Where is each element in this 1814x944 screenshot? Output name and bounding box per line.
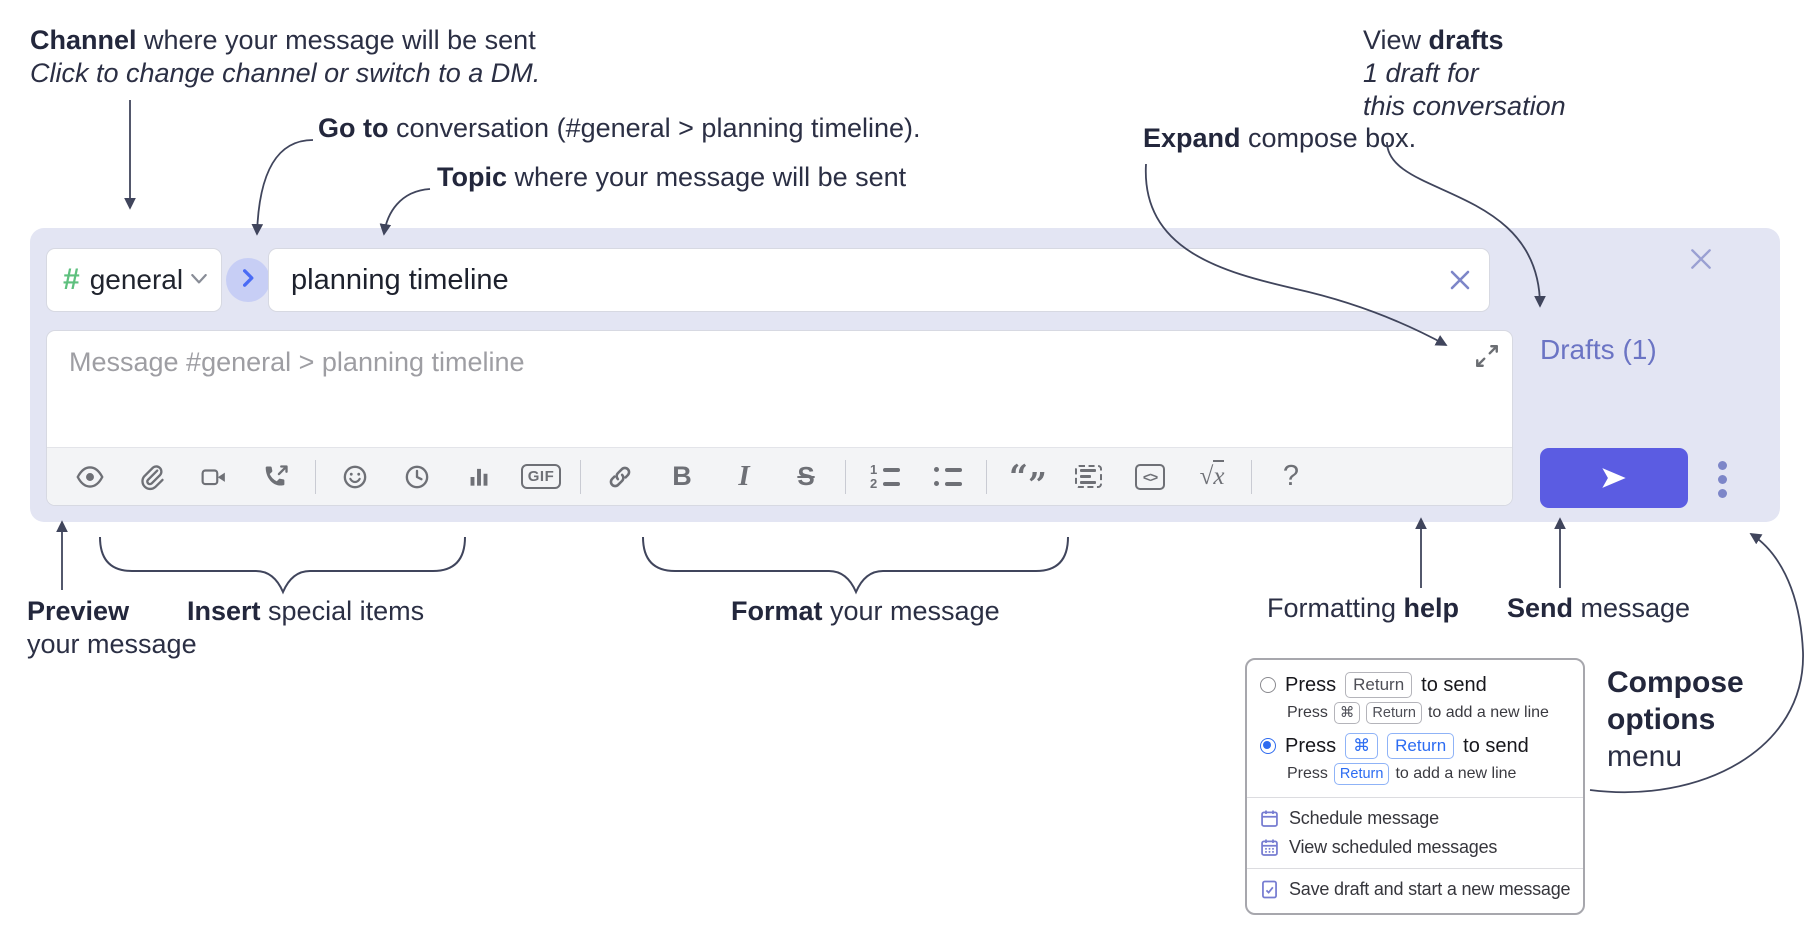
compose-toolbar: GIF B I S 1 2 xyxy=(47,447,1512,505)
send-button[interactable] xyxy=(1540,448,1688,508)
kebab-icon xyxy=(1717,460,1727,470)
radio-selected-icon[interactable] xyxy=(1260,738,1276,754)
close-compose-button[interactable] xyxy=(1686,244,1716,274)
return-key: Return xyxy=(1366,702,1422,724)
phone-call-icon xyxy=(265,464,288,486)
draft-document-icon xyxy=(1262,880,1277,899)
attach-file-button[interactable] xyxy=(121,455,183,499)
view-drafts-note: View drafts 1 draft for this conversatio… xyxy=(1363,25,1566,121)
toolbar-divider xyxy=(1251,459,1252,494)
toolbar-divider xyxy=(580,459,581,494)
topic-input[interactable] xyxy=(269,263,1445,297)
link-icon xyxy=(609,466,631,487)
goto-note: Go to conversation (#general > planning … xyxy=(318,113,921,143)
math-icon: √x xyxy=(1200,459,1225,491)
expand-icon xyxy=(1476,345,1498,367)
code-icon: <> xyxy=(1135,463,1165,490)
smiley-icon xyxy=(343,465,367,488)
drafts-link[interactable]: Drafts (1) xyxy=(1540,334,1657,365)
compose-box: # general xyxy=(30,228,1780,522)
clock-icon xyxy=(405,465,429,488)
schedule-message-item[interactable]: Schedule message xyxy=(1247,804,1583,833)
calendar-icon xyxy=(1261,810,1278,827)
code-button[interactable]: <> xyxy=(1119,455,1181,499)
math-button[interactable]: √x xyxy=(1181,455,1243,499)
strikethrough-icon: S xyxy=(797,461,815,491)
insert-note: Insert special items xyxy=(187,596,425,626)
bar-chart-icon xyxy=(470,468,488,486)
format-brace xyxy=(642,536,1069,595)
topic-note: Topic where your message will be sent xyxy=(437,162,907,192)
cmd-key: ⌘ xyxy=(1333,702,1361,724)
video-call-button[interactable] xyxy=(183,455,245,499)
formatting-help-note: Formatting help xyxy=(1267,593,1460,623)
compose-options-note: Compose options menu xyxy=(1607,666,1744,773)
bold-icon: B xyxy=(672,461,692,491)
goto-arrow xyxy=(251,139,314,236)
channel-name: general xyxy=(89,264,184,295)
go-to-conversation-button[interactable] xyxy=(226,258,270,302)
send-option-cmd-return-subtext: Press Return to add a new line xyxy=(1247,762,1583,791)
cmd-key: ⌘ xyxy=(1345,733,1379,759)
numbered-list-button[interactable]: 1 2 xyxy=(854,455,916,499)
message-input[interactable] xyxy=(47,331,1512,443)
send-icon xyxy=(1602,468,1626,488)
poll-button[interactable] xyxy=(448,455,510,499)
eye-icon xyxy=(76,465,104,488)
global-time-button[interactable] xyxy=(386,455,448,499)
send-option-return-subtext: Press ⌘ Return to add a new line xyxy=(1247,701,1583,730)
chevron-right-icon xyxy=(242,268,254,292)
view-scheduled-messages-item[interactable]: View scheduled messages xyxy=(1247,833,1583,862)
numbered-list-icon: 1 2 xyxy=(870,463,900,490)
italic-icon: I xyxy=(738,460,750,492)
audio-call-button[interactable] xyxy=(245,455,307,499)
format-note: Format your message xyxy=(731,596,1000,626)
toolbar-divider xyxy=(986,459,987,494)
send-note: Send message xyxy=(1507,593,1691,623)
return-key: Return xyxy=(1333,763,1390,785)
spoiler-icon xyxy=(1074,465,1102,488)
gif-icon: GIF xyxy=(520,464,562,489)
toolbar-divider xyxy=(845,459,846,494)
formatting-help-button[interactable]: ? xyxy=(1260,455,1322,499)
return-key: Return xyxy=(1345,672,1413,698)
compose-options-popup: Press Return to send Press ⌘ Return to a… xyxy=(1245,658,1585,915)
quote-icon: “” xyxy=(1009,457,1047,504)
message-box: GIF B I S 1 2 xyxy=(46,330,1513,506)
link-button[interactable] xyxy=(589,455,651,499)
preview-button[interactable] xyxy=(59,455,121,499)
send-option-cmd-return[interactable]: Press ⌘ Return to send xyxy=(1247,730,1583,762)
paperclip-icon xyxy=(141,464,164,490)
return-key: Return xyxy=(1387,733,1455,759)
bulleted-list-icon xyxy=(932,465,962,489)
help-icon: ? xyxy=(1282,460,1300,492)
menu-divider xyxy=(1247,868,1583,869)
channel-hash-icon: # xyxy=(63,263,80,296)
toolbar-divider xyxy=(315,459,316,494)
quote-button[interactable]: “” xyxy=(995,455,1057,504)
preview-note: Preview your message xyxy=(27,596,197,659)
calendar-grid-icon xyxy=(1261,839,1278,856)
clear-topic-button[interactable] xyxy=(1445,265,1475,295)
chevron-down-icon xyxy=(191,271,207,289)
send-option-return[interactable]: Press Return to send xyxy=(1247,669,1583,701)
video-camera-icon xyxy=(201,468,225,485)
topic-field xyxy=(268,248,1490,312)
insert-brace xyxy=(99,536,466,595)
expand-compose-button[interactable] xyxy=(1472,341,1502,371)
emoji-button[interactable] xyxy=(324,455,386,499)
bold-button[interactable]: B xyxy=(651,455,713,499)
channel-selector[interactable]: # general xyxy=(46,248,222,312)
expand-note: Expand compose box. xyxy=(1143,123,1417,153)
channel-note: Channel where your message will be sent … xyxy=(30,25,541,88)
save-draft-item[interactable]: Save draft and start a new message xyxy=(1247,875,1583,904)
radio-unselected-icon[interactable] xyxy=(1260,677,1276,693)
menu-divider xyxy=(1247,797,1583,798)
strikethrough-button[interactable]: S xyxy=(775,455,837,499)
bulleted-list-button[interactable] xyxy=(916,455,978,499)
spoiler-button[interactable] xyxy=(1057,455,1119,499)
compose-options-menu-button[interactable] xyxy=(1708,455,1736,503)
italic-button[interactable]: I xyxy=(713,455,775,499)
gif-button[interactable]: GIF xyxy=(510,455,572,499)
